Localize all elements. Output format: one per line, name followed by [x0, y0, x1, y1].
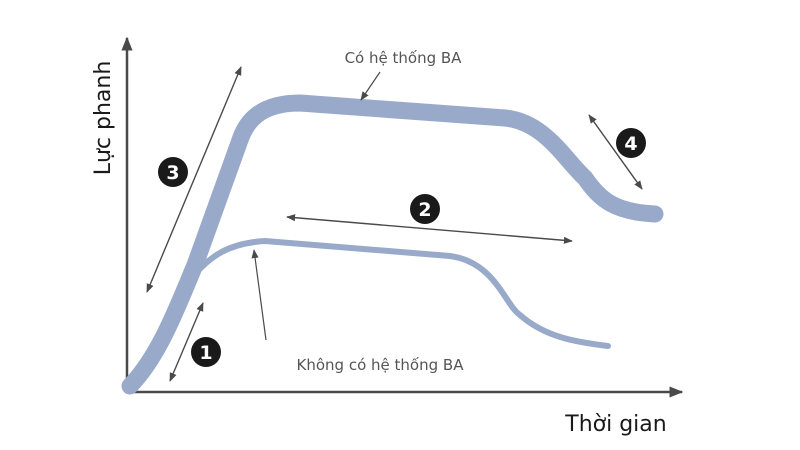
without-ba-pointer [251, 249, 267, 341]
phase-badge-4-number: 4 [624, 133, 637, 155]
phase-badge-1: 1 [191, 337, 221, 367]
phase-badge-3-number: 3 [166, 162, 179, 184]
phase-badge-2-number: 2 [418, 199, 431, 221]
phase-badge-3: 3 [158, 157, 188, 187]
phase-2-arrow [286, 214, 573, 244]
phase-1-arrow [169, 302, 204, 382]
phase-4-arrow [588, 114, 643, 190]
phase-3-arrow [146, 66, 242, 293]
without-ba-label: Không có hệ thống BA [297, 356, 465, 374]
with-ba-pointer [360, 71, 381, 101]
y-axis-label: Lực phanh [91, 61, 116, 176]
phase-badge-4: 4 [616, 128, 646, 158]
x-axis-label: Thời gian [564, 412, 666, 437]
phase-badge-1-number: 1 [199, 342, 212, 364]
phase-badge-2: 2 [410, 194, 440, 224]
with-ba-label: Có hệ thống BA [345, 49, 463, 67]
